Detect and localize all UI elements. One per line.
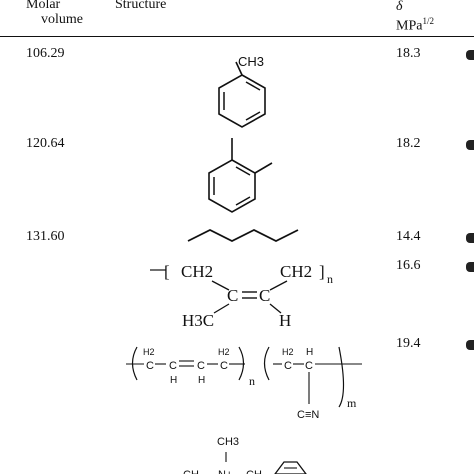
header-molar-line1: Molar	[26, 0, 61, 12]
quat-ch-right: CH	[246, 469, 262, 474]
row1-delta: 18.3	[396, 46, 421, 61]
polyisoprene-open-bracket: [	[164, 262, 170, 281]
nbr-c-d: C	[220, 360, 228, 372]
header-delta-unit: MPa1/2	[396, 14, 434, 34]
row2-molar-volume: 120.64	[26, 136, 65, 151]
quat-benzene-ring	[274, 461, 307, 474]
row2-delta: 18.2	[396, 136, 421, 151]
row3-molar-volume: 131.60	[26, 229, 65, 244]
nbr-h2-d: H2	[218, 347, 230, 357]
row4-delta: 16.6	[396, 258, 421, 273]
nbr-h2-e: H2	[282, 347, 294, 357]
row3-delta: 14.4	[396, 229, 421, 244]
header-delta-symbol: δ	[396, 0, 403, 14]
nbr-c-b: C	[169, 360, 177, 372]
header-rule	[0, 36, 474, 37]
polyisoprene-right-ch2: CH2	[280, 262, 312, 281]
polyisoprene-subscript-n: n	[327, 272, 333, 286]
polyisoprene-c-left: C	[227, 286, 238, 305]
nbr-subscript-m: m	[347, 396, 357, 410]
edge-cutoff-mark-2	[466, 140, 474, 150]
unit-base: MPa	[396, 18, 423, 34]
quat-ch3: CH3	[217, 436, 239, 448]
nbr-c-a: C	[146, 360, 154, 372]
polyisoprene-close-bracket: ]	[319, 262, 325, 281]
header-structure: Structure	[115, 0, 167, 12]
row5-delta: 19.4	[396, 336, 421, 351]
unit-exponent: 1/2	[422, 16, 434, 26]
header-molar-line2: volume	[41, 12, 83, 27]
nbr-cn: C≡N	[297, 409, 319, 421]
polyisoprene-ch3: H3C	[182, 311, 214, 330]
edge-cutoff-mark-1	[466, 50, 474, 60]
quat-ch-left: CH	[183, 469, 199, 474]
nbr-h2-a: H2	[143, 347, 155, 357]
nbr-h-f: H	[306, 347, 313, 358]
edge-cutoff-mark-5	[466, 340, 474, 350]
quat-n-plus: N+	[218, 469, 232, 474]
nbr-h-c: H	[198, 375, 205, 386]
nbr-c-c: C	[197, 360, 205, 372]
row1-molar-volume: 106.29	[26, 46, 65, 61]
polyisoprene-c-right: C	[259, 286, 270, 305]
edge-cutoff-mark-3	[466, 233, 474, 243]
nbr-c-f: C	[305, 360, 313, 372]
polyisoprene-h: H	[279, 311, 291, 330]
nbr-c-e: C	[284, 360, 292, 372]
nbr-subscript-n: n	[249, 374, 255, 388]
edge-cutoff-mark-4	[466, 262, 474, 272]
polyisoprene-left-ch2: CH2	[181, 262, 213, 281]
nbr-h-b: H	[170, 375, 177, 386]
toluene-methyl-label: CH3	[238, 54, 264, 69]
